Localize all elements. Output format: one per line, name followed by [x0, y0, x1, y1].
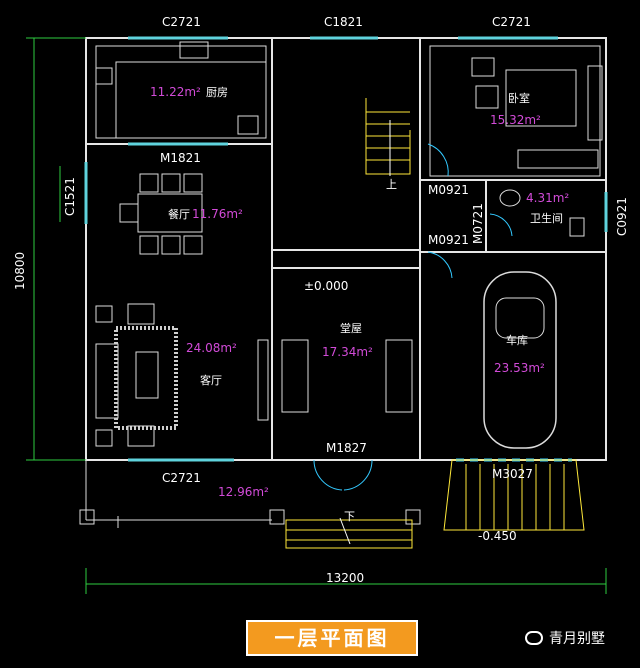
window-label-top-mid: C1821: [324, 15, 363, 29]
armchair-bottom: [127, 425, 155, 447]
bedroom-chair: [471, 57, 495, 77]
fridge-icon: [237, 115, 259, 135]
garage-name: 车库: [506, 333, 528, 347]
door-label-dining: M1821: [160, 151, 201, 165]
bedside-table: [475, 85, 499, 109]
coffee-table: [135, 351, 159, 399]
kitchen-name: 厨房: [206, 86, 228, 99]
labels: C2721 C1821 C2721 C1521 C0921 10800 C272…: [13, 15, 629, 585]
hall-area: 17.34m²: [322, 345, 373, 359]
door-label-garage-side: M0921: [428, 233, 469, 247]
tv-cabinet: [257, 339, 269, 421]
floor-level-label: ±0.000: [304, 279, 348, 293]
stair-down-label: 下: [344, 510, 355, 523]
bathroom-name: 卫生间: [530, 211, 563, 225]
down-arrow: [339, 517, 351, 545]
window-label-top-right: C2721: [492, 15, 531, 29]
door-label-bathroom: M0721: [471, 203, 485, 244]
dining-chair-top: [183, 173, 203, 193]
car-windshield: [495, 297, 545, 339]
front-steps: [285, 519, 413, 549]
door-label-entry: M1827: [326, 441, 367, 455]
washbasin-icon: [499, 189, 521, 207]
ramp-outline: [443, 459, 585, 531]
stove-icon: [95, 67, 113, 85]
stair-up-label: 上: [386, 178, 397, 191]
window-label-bottom: C2721: [162, 471, 201, 485]
brand-name: 青月别墅: [549, 631, 605, 647]
overall-height-label: 10800: [13, 252, 27, 290]
garage-ramp: [443, 459, 585, 531]
kitchen-counter: [115, 61, 267, 139]
door-bathroom: [489, 213, 513, 237]
dining-chair-bottom: [161, 235, 181, 255]
living-name: 客厅: [200, 373, 222, 387]
hall-sofa-left: [281, 339, 309, 413]
porch: [79, 460, 421, 549]
kitchen-area: 11.22m²: [150, 85, 201, 99]
dining-chair-bottom: [183, 235, 203, 255]
stair: [365, 98, 411, 176]
side-lamp-top: [95, 305, 113, 323]
dining-chair-top: [139, 173, 159, 193]
hall-sofa-right: [385, 339, 413, 413]
dining-table: [137, 193, 203, 233]
dining-name: 餐厅: [168, 207, 190, 221]
dining-area: 11.76m²: [192, 207, 243, 221]
door-label-bedroom: M0921: [428, 183, 469, 197]
plan-title: 一层平面图: [246, 620, 418, 656]
bedroom-area: 15.32m²: [490, 113, 541, 127]
side-lamp-bottom: [95, 429, 113, 447]
dimension-lines: [26, 37, 607, 594]
sofa: [95, 343, 119, 419]
dining-chair-bottom: [139, 235, 159, 255]
hall-name: 堂屋: [340, 322, 362, 335]
bed: [505, 69, 577, 127]
dining-chair-left: [119, 203, 139, 223]
door-entry: [313, 459, 373, 491]
brand-logo-icon: [525, 631, 543, 645]
toilet-icon: [569, 217, 585, 237]
window-label-top-left: C2721: [162, 15, 201, 29]
bedroom-name: 卧室: [508, 91, 530, 105]
bathroom-area: 4.31m²: [526, 191, 569, 205]
door-bedroom: [427, 143, 449, 177]
bedroom-outline: [429, 45, 601, 177]
wardrobe: [517, 149, 599, 169]
garage-area: 23.53m²: [494, 361, 545, 375]
armchair-top: [127, 303, 155, 325]
column-right: [405, 509, 421, 525]
furniture: [95, 41, 603, 449]
door-label-garage: M3027: [492, 467, 533, 481]
brand-watermark: 青月别墅: [525, 628, 605, 648]
living-rug: [114, 326, 178, 430]
dresser: [587, 65, 603, 141]
door-garage-side: [427, 251, 453, 279]
dining-chair-top: [161, 173, 181, 193]
car-icon: [483, 271, 557, 449]
doors: [313, 143, 513, 491]
porch-area: 12.96m²: [218, 485, 269, 499]
garage-level-label: -0.450: [478, 529, 517, 543]
window-label-left: C1521: [63, 177, 77, 216]
window-label-right: C0921: [615, 197, 629, 236]
column-mid: [269, 509, 285, 525]
overall-width-label: 13200: [326, 571, 364, 585]
sink-icon: [179, 41, 209, 59]
column-left: [79, 509, 95, 525]
living-area: 24.08m²: [186, 341, 237, 355]
